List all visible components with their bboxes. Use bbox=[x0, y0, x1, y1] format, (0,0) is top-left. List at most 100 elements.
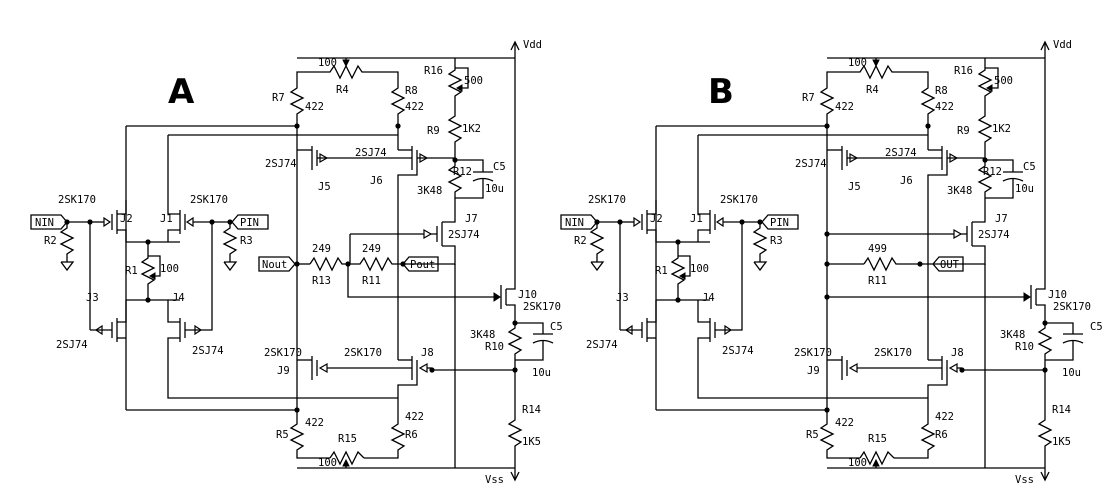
jfet-j9: 2SK170 J9 bbox=[794, 347, 942, 380]
vdd-rail: Vdd bbox=[297, 39, 542, 283]
svg-text:J4: J4 bbox=[172, 292, 185, 304]
svg-text:422: 422 bbox=[935, 101, 954, 113]
svg-text:R8: R8 bbox=[405, 85, 418, 97]
svg-text:R9: R9 bbox=[427, 125, 440, 137]
resistor-r7: R7 422 bbox=[802, 82, 854, 126]
svg-text:1K5: 1K5 bbox=[522, 436, 541, 448]
svg-text:R10: R10 bbox=[485, 341, 504, 353]
svg-text:2SJ74: 2SJ74 bbox=[885, 147, 917, 159]
svg-text:Pout: Pout bbox=[410, 259, 435, 271]
svg-text:R9: R9 bbox=[957, 125, 970, 137]
svg-text:J9: J9 bbox=[807, 365, 820, 377]
svg-text:Nout: Nout bbox=[262, 259, 287, 271]
svg-text:J2: J2 bbox=[120, 213, 133, 225]
resistor-r4: 100 R4 bbox=[826, 57, 929, 96]
svg-text:2SJ74: 2SJ74 bbox=[722, 345, 754, 357]
resistor-r14: R14 1K5 bbox=[507, 370, 541, 455]
svg-text:3K48: 3K48 bbox=[470, 329, 495, 341]
vdd-rail: Vdd bbox=[827, 39, 1072, 283]
svg-text:R4: R4 bbox=[866, 84, 879, 96]
svg-text:100: 100 bbox=[848, 57, 867, 69]
svg-text:422: 422 bbox=[835, 417, 854, 429]
svg-text:2SJ74: 2SJ74 bbox=[56, 339, 88, 351]
svg-text:PIN: PIN bbox=[240, 217, 259, 229]
svg-text:422: 422 bbox=[305, 101, 324, 113]
svg-text:R15: R15 bbox=[868, 433, 887, 445]
svg-text:422: 422 bbox=[405, 411, 424, 423]
svg-text:R6: R6 bbox=[935, 429, 948, 441]
svg-text:R10: R10 bbox=[1015, 341, 1034, 353]
svg-text:R5: R5 bbox=[276, 429, 289, 441]
svg-text:2SK170: 2SK170 bbox=[1053, 301, 1091, 313]
jfet-j9: 2SK170 J9 bbox=[264, 347, 412, 380]
svg-text:422: 422 bbox=[305, 417, 324, 429]
svg-text:C5: C5 bbox=[1090, 321, 1103, 333]
resistor-r4: 100 R4 bbox=[296, 57, 399, 96]
svg-text:10u: 10u bbox=[485, 183, 504, 195]
resistor-r5: R5 422 bbox=[276, 417, 330, 459]
resistor-r9: R9 1K2 bbox=[957, 108, 1011, 160]
vss-rail: Vss bbox=[827, 455, 1050, 486]
svg-text:2SK170: 2SK170 bbox=[874, 347, 912, 359]
svg-text:J1: J1 bbox=[160, 213, 173, 225]
svg-text:J8: J8 bbox=[951, 347, 964, 359]
svg-text:2SK170: 2SK170 bbox=[523, 301, 561, 313]
svg-text:J3: J3 bbox=[86, 292, 99, 304]
svg-text:R2: R2 bbox=[574, 235, 587, 247]
svg-text:R8: R8 bbox=[935, 85, 948, 97]
svg-text:J10: J10 bbox=[1048, 289, 1067, 301]
svg-text:R11: R11 bbox=[868, 275, 887, 287]
svg-text:J3: J3 bbox=[616, 292, 629, 304]
resistor-r5: R5 422 bbox=[806, 417, 860, 459]
svg-text:R4: R4 bbox=[336, 84, 349, 96]
resistor-r8: R8 422 bbox=[390, 82, 424, 126]
svg-text:R2: R2 bbox=[44, 235, 57, 247]
svg-text:2SJ74: 2SJ74 bbox=[978, 229, 1010, 241]
svg-text:422: 422 bbox=[935, 411, 954, 423]
svg-text:J1: J1 bbox=[690, 213, 703, 225]
resistor-r8: R8 422 bbox=[920, 82, 954, 126]
resistor-r10: 3K48 R10 bbox=[470, 320, 523, 370]
svg-text:500: 500 bbox=[994, 75, 1013, 87]
svg-text:1K2: 1K2 bbox=[462, 123, 481, 135]
svg-text:NIN: NIN bbox=[35, 217, 54, 229]
svg-text:2SK170: 2SK170 bbox=[588, 194, 626, 206]
svg-text:10u: 10u bbox=[1015, 183, 1034, 195]
svg-text:R7: R7 bbox=[272, 92, 285, 104]
schematic-title: A bbox=[168, 72, 195, 112]
jfet-j6: 2SJ74 J6 bbox=[885, 126, 985, 360]
svg-text:R16: R16 bbox=[424, 65, 443, 77]
svg-text:500: 500 bbox=[464, 75, 483, 87]
jfet-j7: J7 2SJ74 bbox=[350, 202, 480, 265]
svg-text:R12: R12 bbox=[983, 166, 1002, 178]
svg-text:1K2: 1K2 bbox=[992, 123, 1011, 135]
svg-text:C5: C5 bbox=[493, 161, 506, 173]
svg-text:100: 100 bbox=[690, 263, 709, 275]
svg-text:249: 249 bbox=[312, 243, 331, 255]
svg-text:J5: J5 bbox=[848, 181, 861, 193]
svg-text:OUT: OUT bbox=[940, 259, 960, 271]
svg-text:C5: C5 bbox=[1023, 161, 1036, 173]
svg-text:R16: R16 bbox=[954, 65, 973, 77]
jfet-j5: 2SJ74 J5 bbox=[795, 126, 942, 420]
schematic-a: A Vdd Vss 100 R4 R7 422 R8 422 R16 500 bbox=[30, 39, 563, 486]
svg-text:2SK170: 2SK170 bbox=[794, 347, 832, 359]
svg-text:R1: R1 bbox=[125, 265, 138, 277]
input-stage: J2 2SK170 J1 2SK170 NIN PIN R2 R3 bbox=[30, 125, 398, 411]
svg-text:J7: J7 bbox=[995, 213, 1008, 225]
svg-text:J5: J5 bbox=[318, 181, 331, 193]
svg-text:NIN: NIN bbox=[565, 217, 584, 229]
jfet-j7: J7 2SJ74 bbox=[827, 202, 1010, 265]
svg-text:J6: J6 bbox=[370, 175, 383, 187]
jfet-j10: J10 2SK170 bbox=[1023, 283, 1091, 320]
resistor-r9: R9 1K2 bbox=[427, 108, 481, 160]
svg-text:2SK170: 2SK170 bbox=[720, 194, 758, 206]
resistor-r16: R16 500 bbox=[954, 58, 1013, 108]
svg-text:R14: R14 bbox=[1052, 404, 1071, 416]
svg-text:1K5: 1K5 bbox=[1052, 436, 1071, 448]
vss-label: Vss bbox=[1015, 474, 1034, 486]
nout-port: Nout bbox=[258, 256, 296, 272]
output-network: 499 R11 bbox=[824, 243, 1026, 300]
svg-text:2SJ74: 2SJ74 bbox=[192, 345, 224, 357]
svg-text:PIN: PIN bbox=[770, 217, 789, 229]
